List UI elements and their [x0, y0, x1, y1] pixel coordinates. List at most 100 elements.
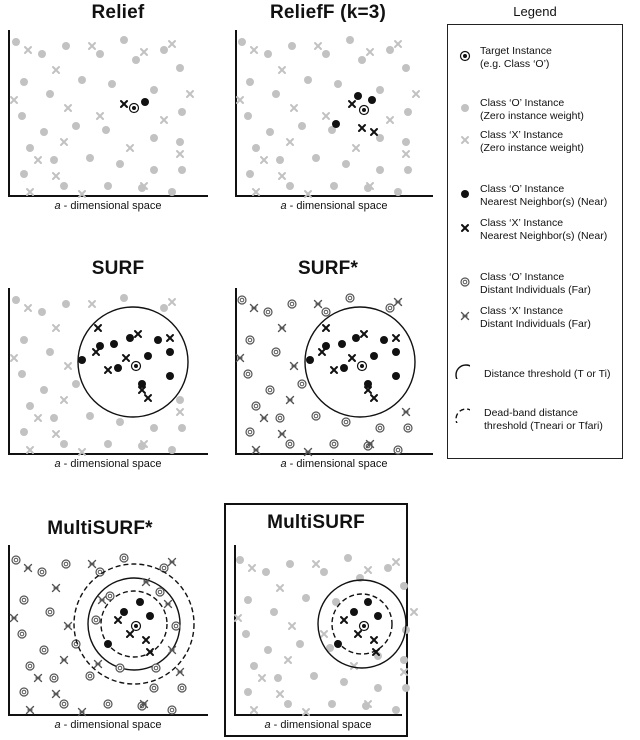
black-dot	[322, 342, 330, 350]
gray-x	[78, 448, 86, 456]
surf-x-label: a - dimensional space	[54, 458, 162, 470]
black-dot	[392, 372, 400, 380]
gray-dot	[62, 300, 70, 308]
multisurfstar-near-deadband-circle	[100, 590, 168, 658]
gray-dot	[72, 380, 80, 388]
gray-dot	[374, 652, 382, 660]
gray-dot	[404, 166, 412, 174]
far-o-marker	[237, 295, 247, 305]
gray-dot	[150, 134, 158, 142]
target-marker	[130, 620, 142, 632]
multisurf-points	[234, 554, 418, 716]
gray-x	[352, 144, 360, 152]
gray-x	[248, 564, 256, 572]
black-dot	[146, 612, 154, 620]
gray-dot	[284, 700, 292, 708]
far-o-marker	[25, 661, 35, 671]
far-x-marker	[285, 395, 295, 405]
legend-item-line1: Class ‘X’ Instance	[480, 129, 564, 141]
black-x	[92, 348, 100, 356]
far-x-marker	[59, 655, 69, 665]
black-x	[370, 394, 378, 402]
far-x-marker	[139, 699, 149, 709]
gray-dot	[298, 122, 306, 130]
gray-x	[88, 300, 96, 308]
gray-x	[258, 674, 266, 682]
far-o-marker	[460, 277, 470, 287]
far-o-marker	[167, 705, 177, 715]
gray-x	[168, 40, 176, 48]
multisurf-highlight-frame	[224, 503, 408, 737]
panel-title-multisurf: MultiSURF	[267, 512, 365, 533]
gray-dot	[386, 46, 394, 54]
gray-x	[140, 182, 148, 190]
far-x-marker	[259, 413, 269, 423]
legend-item-line2: (Zero instance weight)	[480, 110, 584, 122]
target-marker	[356, 360, 368, 372]
gray-dot	[96, 50, 104, 58]
gray-dot	[246, 170, 254, 178]
far-o-marker	[251, 401, 261, 411]
black-x	[360, 330, 368, 338]
black-dot	[374, 612, 382, 620]
gray-dot	[330, 182, 338, 190]
far-o-marker	[119, 553, 129, 563]
gray-x	[60, 396, 68, 404]
legend-item: Class ‘X’ Instance(Zero instance weight)	[448, 129, 624, 169]
gray-x	[252, 188, 260, 196]
legend-solid-circle	[455, 364, 470, 379]
panel-title-surf: SURF	[91, 258, 145, 279]
black-dot	[332, 120, 340, 128]
gray-dot	[392, 706, 400, 714]
far-x-marker	[303, 447, 313, 457]
gray-dot	[26, 144, 34, 152]
gray-dot	[238, 38, 246, 46]
gray-dot	[276, 156, 284, 164]
far-o-marker	[271, 347, 281, 357]
black-dot	[368, 96, 376, 104]
relief-x-axis	[8, 195, 208, 197]
gray-x	[278, 66, 286, 74]
gray-dot	[242, 630, 250, 638]
gray-x	[24, 46, 32, 54]
far-o-marker	[275, 413, 285, 423]
black-dot	[352, 334, 360, 342]
black-x	[144, 394, 152, 402]
far-x-marker	[63, 621, 73, 631]
far-o-marker	[263, 307, 273, 317]
gray-dot	[286, 560, 294, 568]
far-o-marker	[393, 445, 403, 455]
gray-dot	[270, 608, 278, 616]
gray-x	[364, 566, 372, 574]
gray-dot	[38, 308, 46, 316]
black-x	[142, 636, 150, 644]
far-o-marker	[321, 307, 331, 317]
far-o-marker	[285, 439, 295, 449]
gray-x	[386, 116, 394, 124]
gray-dot	[244, 112, 252, 120]
black-x	[358, 124, 366, 132]
gray-dot	[104, 440, 112, 448]
gray-dot	[12, 296, 20, 304]
black-dot	[350, 608, 358, 616]
gray-x	[234, 614, 242, 622]
black-dot	[334, 640, 342, 648]
relieff-x-label: a - dimensional space	[280, 200, 388, 212]
gray-x	[176, 408, 184, 416]
black-dot	[364, 380, 372, 388]
gray-dot	[274, 674, 282, 682]
black-x	[114, 616, 122, 624]
multisurfstar-y-axis	[8, 545, 10, 715]
far-o-marker	[149, 683, 159, 693]
far-o-marker	[245, 427, 255, 437]
far-o-marker	[61, 559, 71, 569]
gray-x	[52, 66, 60, 74]
gray-x	[366, 48, 374, 56]
gray-dot	[72, 122, 80, 130]
gray-dot	[176, 138, 184, 146]
legend-item-line1: Class ‘X’ Instance	[480, 305, 564, 317]
black-x	[340, 616, 348, 624]
